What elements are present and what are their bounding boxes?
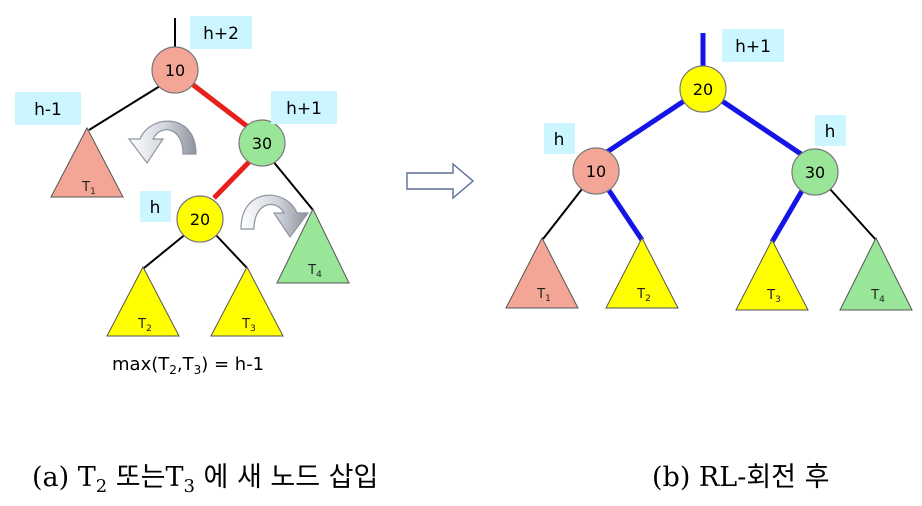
- subtree-t4-right: T4: [839, 236, 913, 311]
- height-label-30-right: h: [815, 115, 846, 146]
- height-label-t1: h-1: [15, 92, 81, 125]
- svg-text:h: h: [150, 198, 161, 218]
- svg-text:h+1: h+1: [735, 37, 771, 57]
- subtree-t3-right: T3: [735, 238, 809, 311]
- svg-text:10: 10: [586, 162, 606, 181]
- right-tree: T1 T2 T3 T4 20 10 30 h+1: [505, 29, 913, 311]
- rotate-left-arrow-icon: [127, 120, 197, 165]
- edge-20-t2: [143, 232, 188, 269]
- height-label-root: h+2: [190, 16, 252, 49]
- svg-text:T2: T2: [137, 317, 152, 334]
- svg-text:T4: T4: [870, 288, 885, 305]
- svg-text:h-1: h-1: [34, 100, 62, 120]
- node-20-right: 20: [679, 65, 727, 113]
- subtree-t4: T4: [276, 207, 350, 284]
- left-tree: T1 T4 T2 T3 10 30: [15, 16, 350, 377]
- rotate-right-arrow-icon: [240, 194, 310, 239]
- svg-text:h+1: h+1: [286, 99, 322, 119]
- svg-text:T2: T2: [636, 287, 651, 304]
- svg-text:T4: T4: [307, 263, 322, 280]
- transition-arrow-icon: [406, 162, 475, 200]
- height-label-root-right: h+1: [722, 29, 784, 62]
- subtree-t2: T2: [106, 265, 180, 337]
- edge-20-10: [605, 98, 686, 155]
- caption-b: (b) RL-회전 후: [652, 462, 829, 493]
- node-30-right: 30: [791, 148, 839, 196]
- edge-10-t2-right: [605, 187, 645, 242]
- edge-30-20: [212, 158, 253, 200]
- svg-text:T1: T1: [81, 180, 96, 197]
- svg-text:h: h: [825, 122, 836, 142]
- height-label-20: h: [140, 191, 171, 222]
- height-formula: max(T2,T3) = h-1: [112, 354, 264, 377]
- edge-10-30: [190, 82, 250, 129]
- svg-text:T3: T3: [766, 288, 781, 305]
- svg-text:T1: T1: [536, 287, 551, 304]
- edge-10-t1-right: [542, 188, 583, 240]
- subtree-t1-right: T1: [505, 236, 579, 309]
- edge-20-30: [720, 98, 803, 157]
- svg-text:20: 20: [190, 210, 210, 229]
- height-label-10-right: h: [544, 123, 575, 154]
- caption-a: (a) T2 또는T3 에 새 노드 삽입: [32, 462, 378, 497]
- svg-text:h+2: h+2: [203, 24, 239, 44]
- node-10: 10: [151, 46, 199, 94]
- subtree-t2-right: T2: [605, 236, 679, 309]
- node-10-right: 10: [572, 147, 620, 195]
- subtree-t3: T3: [210, 265, 284, 337]
- edge-10-t1: [88, 85, 161, 131]
- svg-text:30: 30: [805, 163, 825, 182]
- node-20: 20: [176, 195, 224, 243]
- svg-text:h: h: [554, 130, 565, 150]
- height-label-30: h+1: [271, 91, 337, 124]
- svg-text:30: 30: [252, 134, 272, 153]
- node-30: 30: [238, 119, 286, 167]
- edge-30-t3-right: [769, 187, 806, 244]
- svg-text:20: 20: [693, 80, 713, 99]
- subtree-t1: T1: [50, 126, 124, 198]
- svg-text:T3: T3: [241, 317, 256, 334]
- edge-30-t4-right: [829, 188, 877, 241]
- svg-text:10: 10: [165, 61, 185, 80]
- edge-20-t3: [214, 233, 248, 269]
- edge-30-t4: [271, 159, 314, 211]
